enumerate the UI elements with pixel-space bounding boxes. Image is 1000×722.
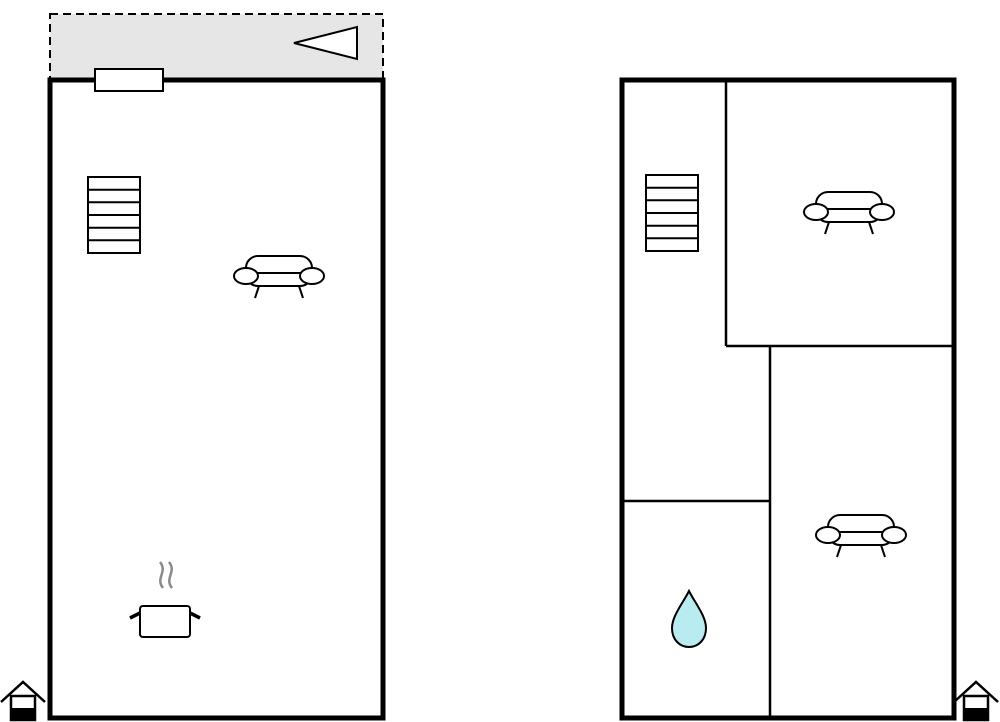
ground-floor <box>0 13 386 722</box>
staircase-icon <box>87 176 141 254</box>
floor-level-marker <box>952 680 1000 722</box>
sofa-icon <box>803 191 895 235</box>
upper-floor-walls <box>619 77 957 721</box>
window <box>94 68 164 92</box>
water-drop-icon <box>670 588 708 649</box>
sofa-icon <box>233 255 325 299</box>
staircase-icon <box>645 174 699 252</box>
floor-level-marker <box>0 680 47 722</box>
cooking-pot-icon <box>129 561 201 638</box>
ground-floor-walls <box>47 77 386 721</box>
sofa-icon <box>815 514 907 558</box>
upper-floor <box>619 77 1000 722</box>
view-direction-icon <box>293 25 358 61</box>
